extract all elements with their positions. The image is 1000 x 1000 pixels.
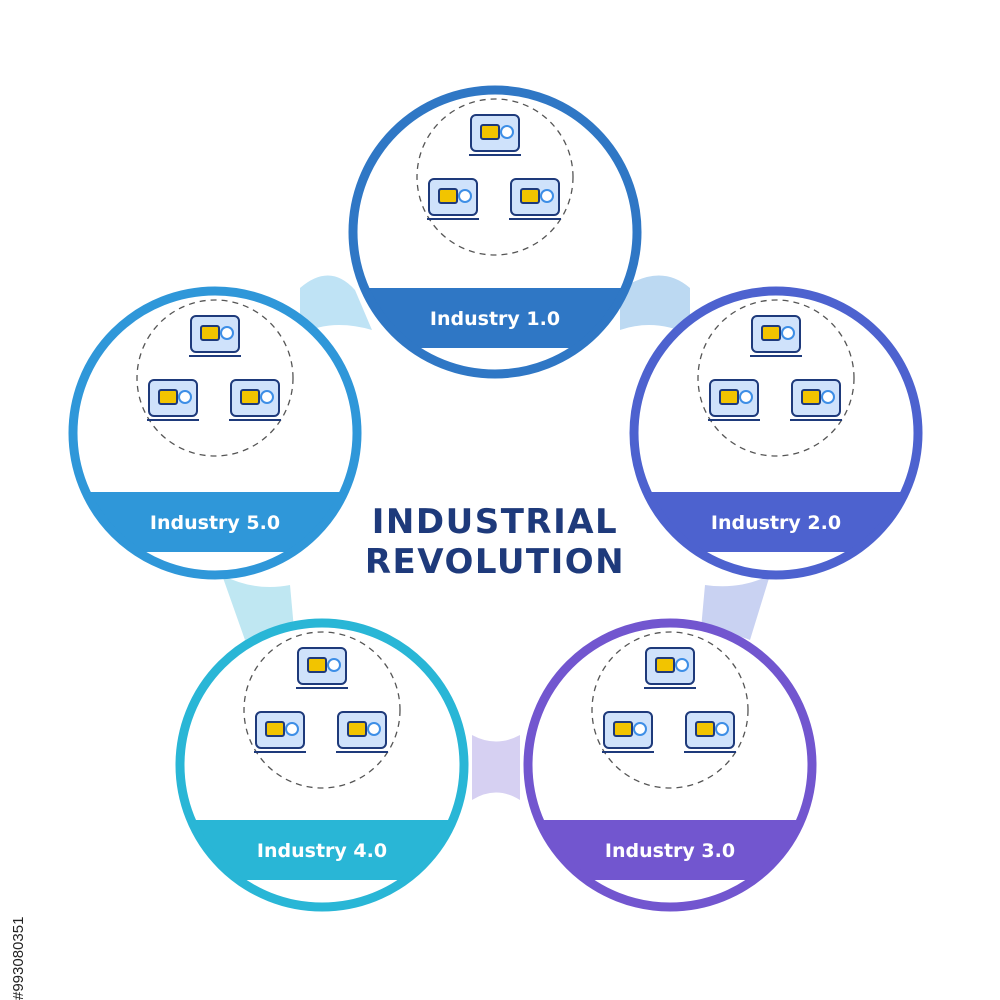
stock-id-text: #993080351	[10, 916, 27, 1000]
robotic-arm-icon	[602, 711, 654, 753]
stage-card-3: Industry 3.0	[523, 618, 817, 912]
smart-city-icon	[189, 315, 241, 357]
stage-card-2: Industry 2.0	[629, 286, 923, 580]
telecom-tower-icon	[684, 711, 736, 753]
title-line-2: REVOLUTION	[364, 542, 626, 582]
stage-circle-ring	[68, 286, 362, 580]
diagram-title: INDUSTRIAL REVOLUTION	[300, 502, 690, 582]
ai-brain-icon	[296, 647, 348, 689]
steamboat-icon	[469, 114, 521, 156]
stage-label: Industry 2.0	[711, 512, 841, 534]
smart-factory-icon	[254, 711, 306, 753]
stage-label: Industry 1.0	[430, 308, 560, 330]
humanoid-ai-icon	[229, 379, 281, 421]
connector-4-5	[222, 575, 295, 640]
stage-card-1: Industry 1.0	[348, 85, 642, 379]
stage-label: Industry 5.0	[150, 512, 280, 534]
steam-locomotive-icon	[509, 178, 561, 220]
computer-monitor-icon	[644, 647, 696, 689]
stage-label: Industry 4.0	[257, 840, 387, 862]
stage-circle-ring	[629, 286, 923, 580]
factory-icon	[427, 178, 479, 220]
light-bulb-icon	[790, 379, 842, 421]
stage-card-5: Industry 5.0	[68, 286, 362, 580]
cloud-data-icon	[336, 711, 388, 753]
electric-train-icon	[708, 379, 760, 421]
connector-1-2	[620, 275, 690, 335]
stage-circle-ring	[348, 85, 642, 379]
connector-3-4	[472, 735, 520, 800]
stage-circle-ring	[523, 618, 817, 912]
stage-label: Industry 3.0	[605, 840, 735, 862]
connectors	[222, 275, 770, 800]
title-line-1: INDUSTRIAL	[371, 502, 619, 542]
connector-2-3	[700, 575, 770, 640]
stage-circle-ring	[175, 618, 469, 912]
connector-5-1	[300, 275, 372, 335]
smart-home-icon	[147, 379, 199, 421]
conveyor-icon	[750, 315, 802, 357]
stage-card-4: Industry 4.0	[175, 618, 469, 912]
